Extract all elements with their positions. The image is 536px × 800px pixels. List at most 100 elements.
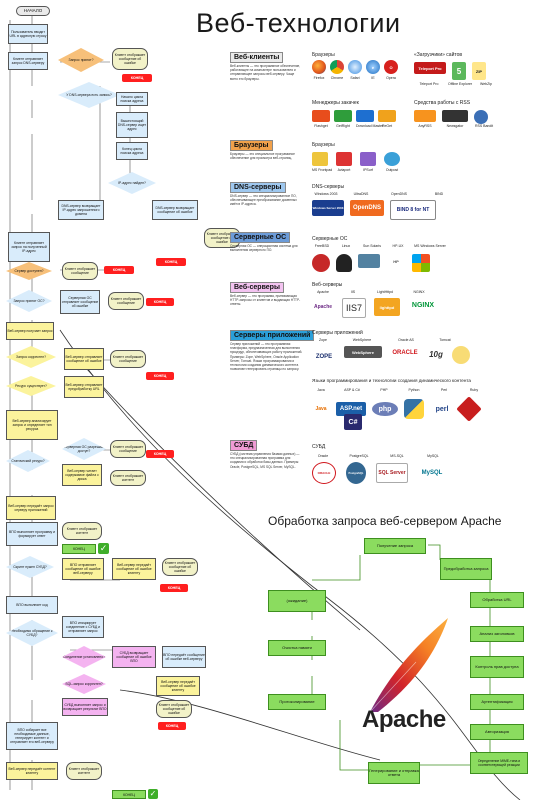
flow-node: СУБД возвращает сообщение об ошибке ВПО [112, 646, 156, 668]
ie-icon: e [366, 60, 380, 74]
flow-node: ВПО инициирует соединение с СУБД и отпра… [62, 616, 104, 638]
freebsd-icon [312, 254, 330, 272]
os-name: FreeBSD [314, 244, 330, 248]
sqlserver-logo: SQL Server [376, 463, 408, 483]
flow-node: ВПО выполняет код [6, 596, 58, 614]
opera-icon: O [384, 60, 398, 74]
dns-names: Windows 2003 UltraDNS OpenDNS BIND [312, 192, 456, 196]
python-icon [404, 399, 424, 419]
rss-name: RSS Bandit [474, 124, 494, 128]
checkmark-icon: ✓ [148, 789, 158, 799]
os-name: Sun Solaris [363, 244, 381, 248]
apache-node: Протоколирование [268, 694, 326, 710]
flow-stop: КОНЕЦ [158, 722, 186, 730]
flow-stop: КОНЕЦ [146, 450, 174, 458]
category-description: Веб-сервер — это программа, принимающая … [230, 294, 301, 307]
flow-decision: Серверная ОС разрешает доступ? [62, 438, 106, 460]
download-names: Flashget GetRight Download Master ReGet [312, 124, 396, 128]
flow-node: Клиент отображает сообщение об ошибке [162, 558, 198, 576]
php-logo: php [372, 402, 398, 416]
rss-name: Newsgator [446, 124, 464, 128]
browser-name: Chrome [330, 76, 344, 80]
os-names: FreeBSD Linux Sun Solaris HP-UX MS Windo… [312, 244, 448, 248]
section-rss: Средства работы с RSS [414, 100, 471, 106]
linux-icon [336, 254, 352, 272]
lang-name: PHP [380, 388, 388, 392]
flow-stop: КОНЕЦ [104, 266, 134, 274]
download-name: Flashget [314, 124, 328, 128]
lang-name: Perl [440, 388, 448, 392]
browser-name: IE [371, 76, 375, 80]
rss-names: AnyRSS Newsgator RSS Bandit [414, 124, 494, 128]
apache-node: Определение MIME-типа и соответствующей … [470, 752, 528, 774]
flow-decision: Статический ресурс? [6, 450, 50, 472]
teleport-logo: Teleport Pro [414, 62, 446, 74]
category-appservers: Серверы приложений [230, 330, 315, 341]
chrome-icon [330, 60, 344, 74]
flow-start: НАЧАЛО [16, 6, 50, 16]
dns-name: UltraDNS [353, 192, 369, 196]
ws-name: IIS [350, 290, 356, 294]
as-logos: ZOPE WebSphere ORACLE 10g [312, 346, 470, 368]
lang-logos: Java ASP.net php perl [312, 396, 482, 422]
lang-name: Java [317, 388, 325, 392]
apache-node: Анализ заголовков [470, 626, 524, 642]
flow-decision: Ресурс существует? [6, 376, 56, 396]
hpux-icon: HP [386, 254, 406, 268]
browser-name: Safari [350, 76, 360, 80]
postgresql-logo: PostgreSQL [346, 462, 366, 484]
apache-node: Контроль прав доступа [470, 656, 524, 678]
perl-logo: perl [430, 401, 454, 417]
flow-node: Серверная ОС отправляет сообщение об оши… [60, 290, 100, 314]
loader-names: Teleport Pro Offline Explorer WebZip [414, 82, 496, 86]
offline-explorer-logo: 5 [452, 62, 466, 80]
dbms-name: MS-SQL [390, 454, 404, 458]
browser-ext-name: Aviaport [337, 168, 351, 172]
category-dbms: СУБД [230, 440, 258, 451]
tomcat-icon [452, 346, 470, 364]
page-title: Веб-технологии [196, 8, 401, 38]
as-name: Zope [319, 338, 327, 342]
download-name: Download Master [356, 124, 384, 128]
lang-name: ASP & C# [344, 388, 360, 392]
as-name: Tomcat [439, 338, 451, 342]
flow-node: Веб-сервер анализирует запрос и определя… [6, 410, 58, 440]
flow-node: Клиент отправляет запрос на полученный I… [8, 232, 50, 262]
dbms-name: PostgreSQL [349, 454, 369, 458]
flow-node: СУБД выполняет запрос и возвращает резул… [62, 698, 108, 716]
flow-node: Клиент отображает сообщение [110, 440, 146, 458]
rss-name: AnyRSS [418, 124, 432, 128]
flow-stop: КОНЕЦ [160, 584, 188, 592]
as-name: Oracle AS [398, 338, 414, 342]
flow-stop: КОНЕЦ [146, 298, 174, 306]
firefox-icon [312, 60, 326, 74]
flow-node: Веб-сервер получает запрос [6, 322, 54, 340]
flow-decision: Сервер доступен? [6, 262, 52, 280]
anyrss-icon [414, 110, 436, 122]
ws-name: Apache [317, 290, 329, 294]
download-logos [312, 110, 396, 122]
webzip-logo: ZIP [472, 62, 486, 80]
flow-node: Веб-сервер отправляет предобработку URL [64, 376, 104, 398]
flow-node: Клиент отправляет запрос DNS-серверу [8, 52, 48, 70]
flow-node: Веб-сервер читает содержимое файла с дис… [62, 464, 102, 486]
ipsurf-icon [360, 152, 376, 166]
flow-stop: КОНЕЦ [146, 372, 174, 380]
dbms-logos: ORACLE PostgreSQL SQL Server MySQL [312, 462, 446, 484]
flow-end: КОНЕЦ [112, 790, 146, 799]
download-master-icon [356, 110, 374, 122]
flow-node: Клиент отображает контент [62, 522, 102, 540]
browser-names: Firefox Chrome Safari IE Opera [312, 76, 398, 80]
rss-bandit-icon [474, 110, 488, 124]
section-webservers: Веб-серверы [312, 282, 343, 288]
flow-node: ВПО выполняет программу и формирует отве… [6, 522, 58, 546]
dbms-name: Oracle [317, 454, 329, 458]
windows-server-logo: Windows Server 2003 [312, 200, 344, 216]
loader-name: Teleport Pro [419, 82, 439, 86]
flow-node: Пользователь вводит URL в адресную строк… [8, 24, 48, 44]
section-dbms: СУБД [312, 444, 326, 450]
flow-decision: Запрос корректен? [6, 346, 56, 368]
category-description: DNS-сервер — это специализированное ПО, … [230, 194, 297, 207]
outpost-icon [384, 152, 400, 166]
dns-name: Windows 2003 [314, 192, 338, 196]
